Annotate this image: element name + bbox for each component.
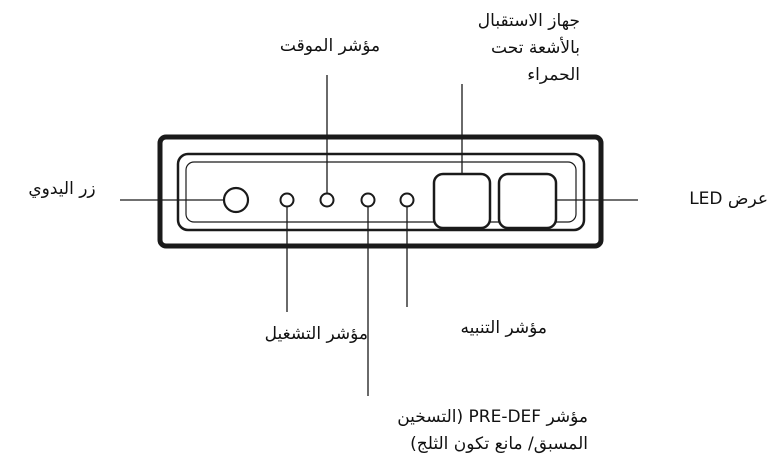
label-ir-receiver: جهاز الاستقبال بالأشعة تحت الحمراء [420, 8, 580, 89]
label-manual-button-text: زر اليدوي [28, 179, 96, 199]
label-ir-receiver-line-1: جهاز الاستقبال [477, 11, 580, 31]
label-led-display: عرض LED [640, 186, 768, 213]
label-run-indicator: مؤشر التشغيل [218, 321, 368, 348]
label-timer-indicator: مؤشر الموقت [255, 33, 405, 60]
ir-receiver-window [432, 172, 492, 230]
manual-button-shape [222, 186, 250, 214]
panel-face-bezel [185, 161, 577, 223]
label-alarm-indicator: مؤشر التنبيه [387, 315, 547, 342]
label-predef-indicator: مؤشر PRE-DEF (التسخين المسبق/ مانع تكون … [228, 404, 588, 458]
label-manual-button: زر اليدوي [8, 176, 116, 203]
timer-indicator-led [319, 192, 335, 208]
label-ir-receiver-line-3: الحمراء [527, 65, 580, 85]
label-timer-indicator-text: مؤشر الموقت [279, 36, 381, 56]
alarm-indicator-led [399, 192, 415, 208]
label-led-display-text: عرض LED [689, 189, 768, 209]
panel-housing-outer [157, 134, 604, 249]
label-run-indicator-text: مؤشر التشغيل [264, 324, 368, 344]
label-predef-indicator-line-1: مؤشر PRE-DEF (التسخين [397, 407, 588, 427]
label-ir-receiver-line-2: بالأشعة تحت [491, 38, 580, 58]
run-indicator-led [279, 192, 295, 208]
panel-face [176, 152, 586, 232]
predef-indicator-led [360, 192, 376, 208]
label-alarm-indicator-text: مؤشر التنبيه [460, 318, 547, 338]
led-display-window [497, 172, 558, 230]
label-predef-indicator-line-2: المسبق/ مانع تكون الثلج) [410, 434, 588, 454]
